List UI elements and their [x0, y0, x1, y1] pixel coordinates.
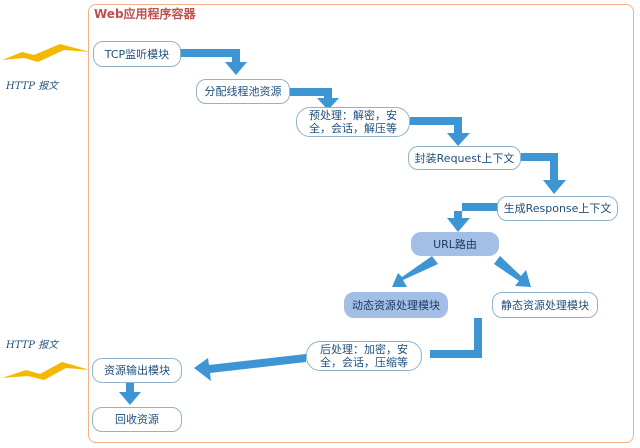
node-allocate-thread-pool: 分配线程池资源 — [196, 79, 290, 104]
lightning-top-icon — [2, 44, 90, 62]
arrow-alloc-to-pre — [290, 88, 339, 110]
arrow-request-to-response — [521, 153, 566, 194]
arrow-pre-to-request — [410, 117, 470, 146]
node-tcp-listener: TCP监听模块 — [93, 41, 181, 67]
arrow-static-to-post — [430, 318, 482, 358]
arrow-post-to-output — [194, 354, 306, 381]
http-message-label-bottom: HTTP 报文 — [6, 340, 59, 351]
node-dynamic-resource: 动态资源处理模块 — [344, 292, 448, 318]
lightning-bottom-icon — [2, 362, 90, 380]
node-static-resource: 静态资源处理模块 — [492, 292, 598, 318]
arrow-url-to-dynamic — [392, 256, 438, 287]
node-postprocess: 后处理：加密，安 全，会话，压缩等 — [306, 341, 422, 371]
node-recycle-resource: 回收资源 — [92, 407, 182, 432]
container-title: Web应用程序容器 — [94, 7, 196, 21]
arrow-url-to-static — [494, 256, 531, 287]
node-url-routing: URL路由 — [411, 232, 499, 256]
node-resource-output: 资源输出模块 — [92, 358, 182, 383]
node-preprocess: 预处理：解密，安 全，会话，解压等 — [296, 107, 410, 137]
arrow-response-to-url — [447, 203, 498, 232]
node-build-response: 生成Response上下文 — [497, 196, 618, 221]
arrow-output-to-recycle — [119, 382, 141, 405]
http-message-label-top: HTTP 报文 — [6, 81, 59, 92]
node-wrap-request: 封装Request上下文 — [408, 146, 521, 170]
arrow-tcp-to-alloc — [180, 49, 247, 75]
